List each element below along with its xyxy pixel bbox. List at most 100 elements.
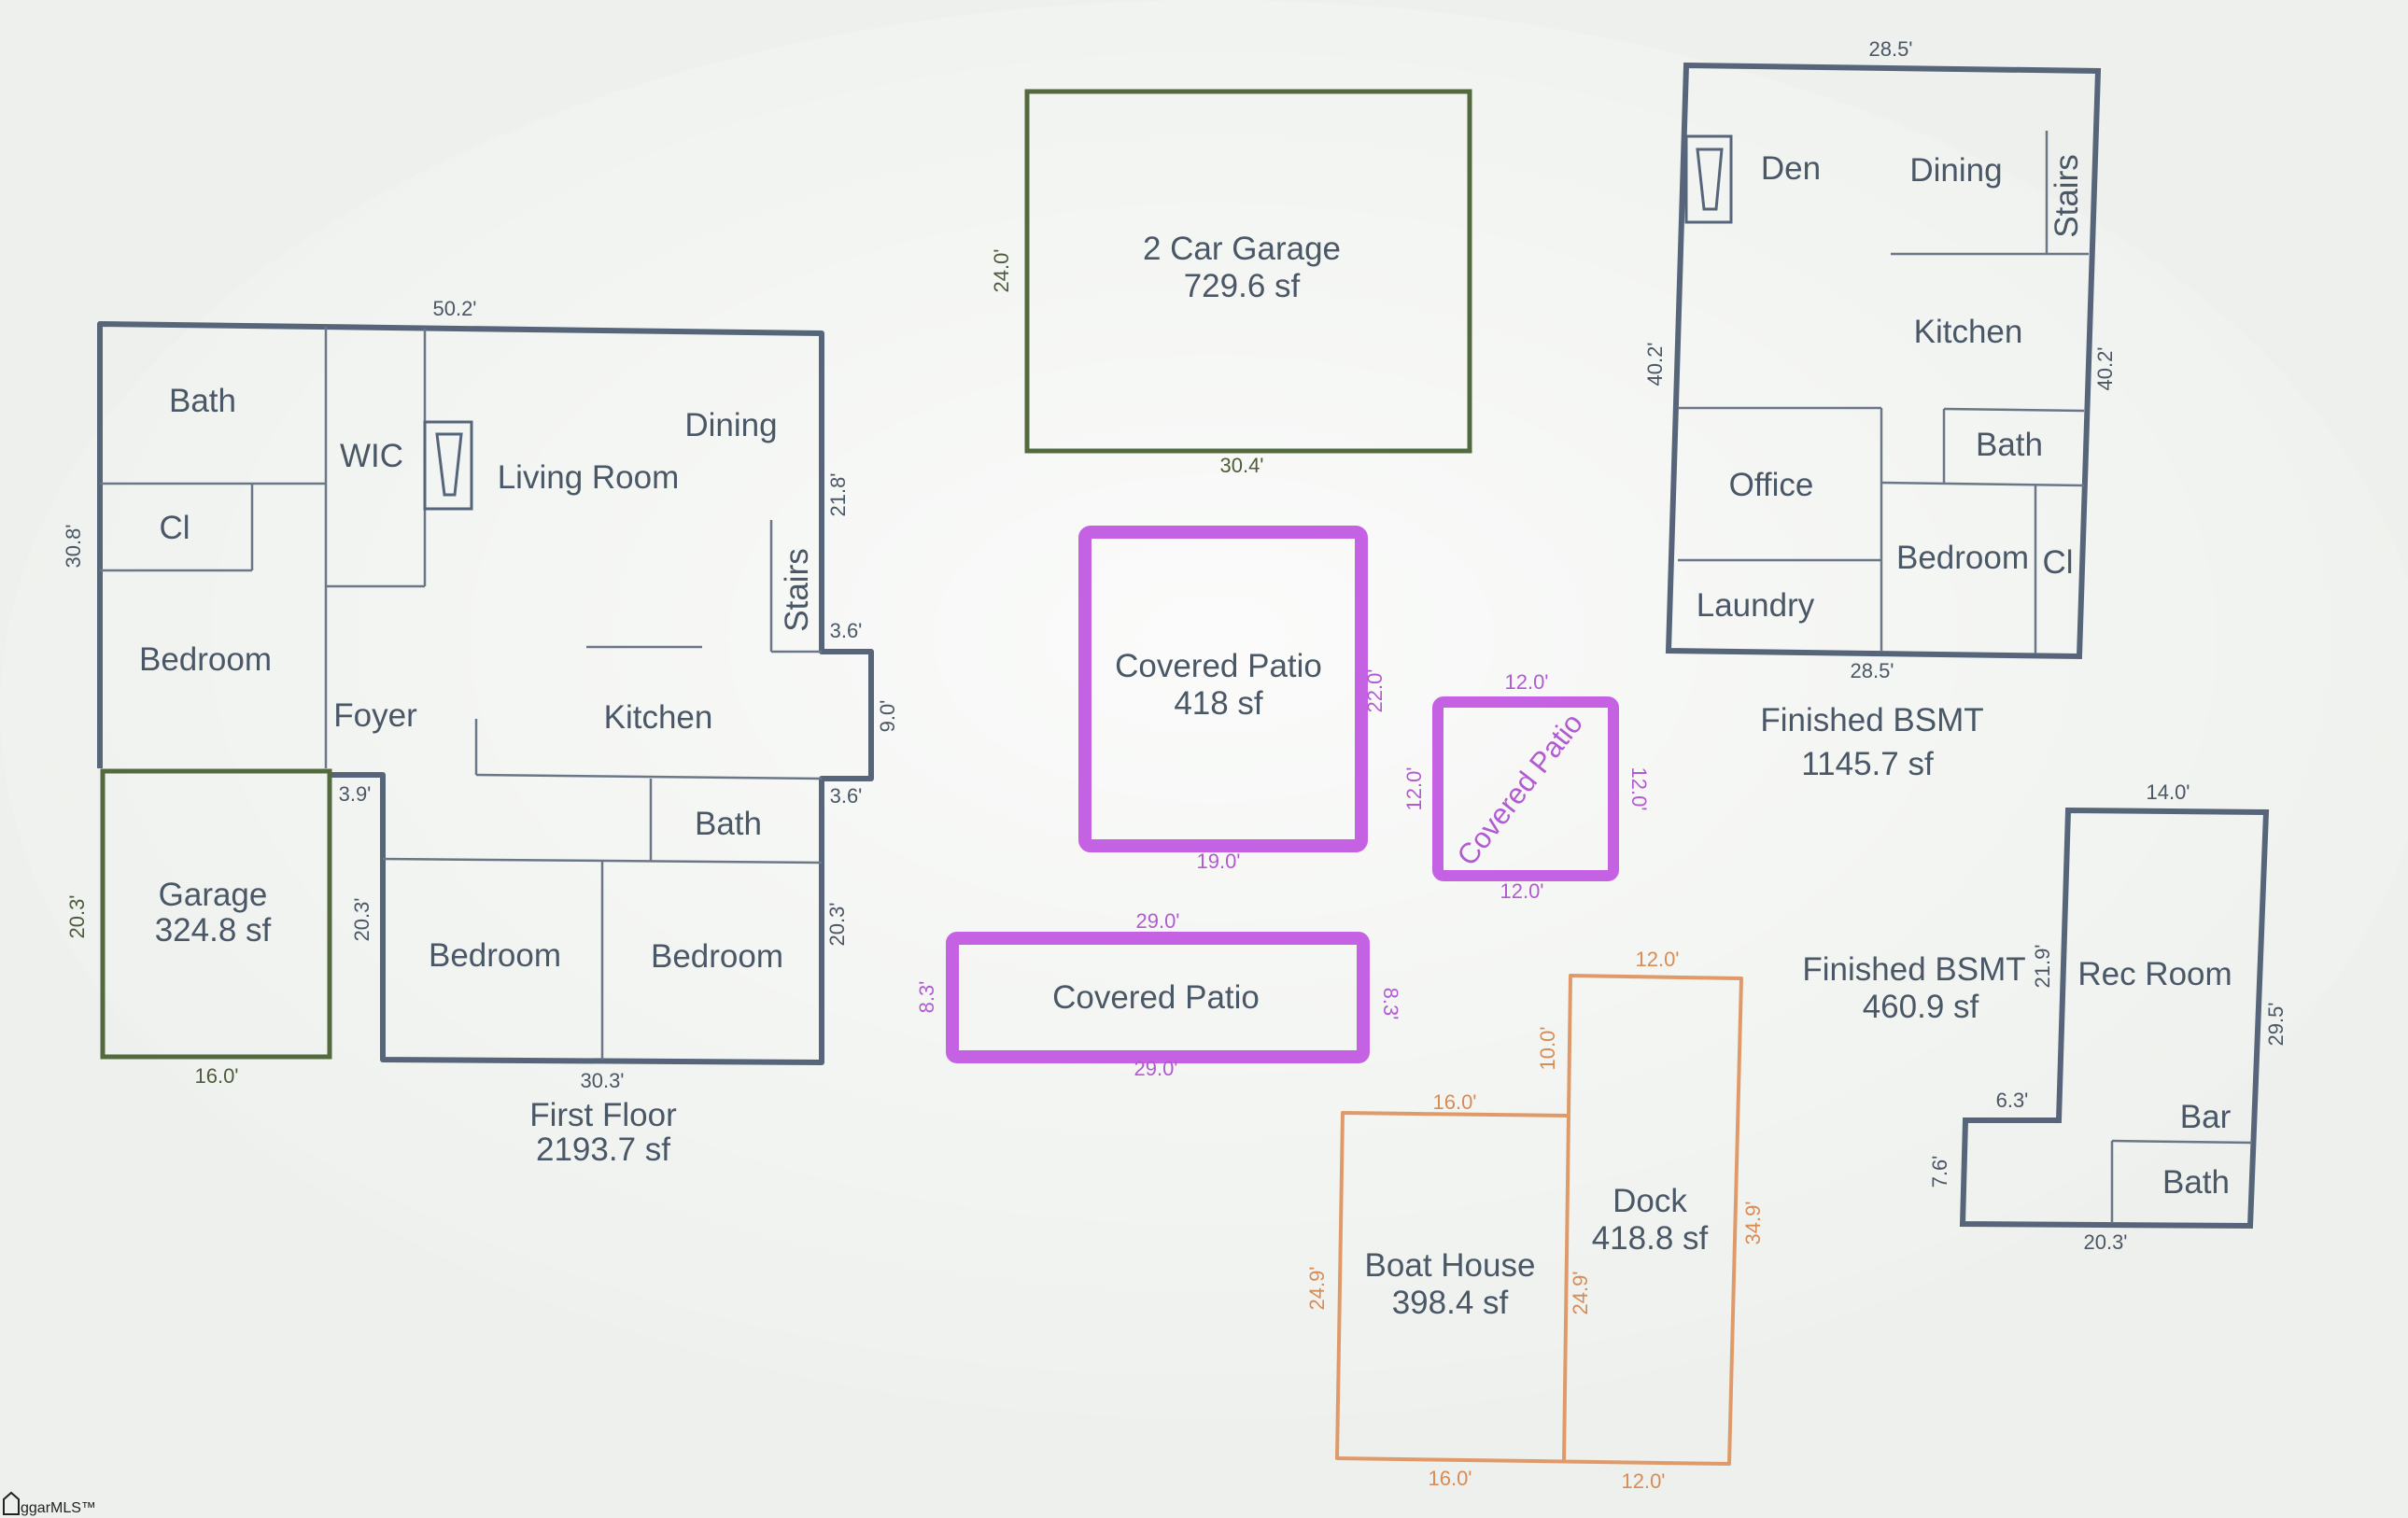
patio-2-dim-bottom: 12.0' — [1500, 879, 1543, 903]
patio-2-dim-left: 12.0' — [1402, 766, 1426, 810]
bsmt-2-dim-right: 29.5' — [2264, 1002, 2288, 1046]
ff-dim-bottom: 30.3' — [580, 1069, 624, 1092]
patio-1-area: 418 sf — [1174, 685, 1263, 722]
ff-garage-plan: Garage 324.8 sf 20.3' 16.0' — [65, 768, 332, 1088]
boat-house-dim-top: 16.0' — [1432, 1090, 1476, 1114]
ff-bedroom-bottom-1-label: Bedroom — [429, 937, 561, 974]
car-garage-dim-left: 24.0' — [990, 248, 1013, 292]
bsmt-1-laundry-label: Laundry — [1697, 587, 1815, 624]
boat-house-dim-left: 24.9' — [1305, 1266, 1329, 1310]
first-floor-interior-walls — [100, 327, 823, 1060]
bsmt-2-bath-label: Bath — [2162, 1164, 2230, 1201]
bsmt-1-den-label: Den — [1761, 150, 1821, 187]
ff-dim-top: 50.2' — [432, 297, 476, 320]
ff-stairs-label: Stairs — [779, 548, 815, 631]
dock-dim-upper-left: 10.0' — [1536, 1026, 1559, 1070]
boat-house-area: 398.4 sf — [1392, 1285, 1509, 1321]
finished-bsmt-1-plan: Den Dining Stairs Kitchen Bath Office Be… — [1643, 37, 2117, 782]
ff-bedroom-left-label: Bedroom — [139, 641, 272, 678]
bsmt-1-closet-label: Cl — [2042, 544, 2073, 581]
covered-patio-3: Covered Patio 29.0' 8.3' 8.3' 29.0' — [915, 909, 1402, 1080]
bsmt-2-dim-left-lower: 7.6' — [1928, 1156, 1951, 1188]
car-garage-area: 729.6 sf — [1184, 268, 1301, 304]
patio-2-dim-right: 12.0' — [1627, 766, 1651, 810]
patio-3-dim-bottom: 29.0' — [1134, 1057, 1177, 1080]
boat-house-title: Boat House — [1365, 1247, 1536, 1284]
ff-bedroom-bottom-2-label: Bedroom — [651, 938, 783, 975]
bsmt-2-area: 460.9 sf — [1863, 989, 1979, 1025]
patio-3-outline — [946, 932, 1370, 1063]
first-floor-area: 2193.7 sf — [536, 1131, 670, 1168]
ff-dining-label: Dining — [684, 407, 777, 443]
dock-dim-inner-left: 24.9' — [1569, 1271, 1592, 1314]
patio-3-title: Covered Patio — [1052, 979, 1260, 1016]
bsmt-1-office-label: Office — [1729, 467, 1814, 503]
boat-house-dim-bottom: 16.0' — [1428, 1467, 1472, 1490]
boat-house-dock-outline — [1335, 974, 1743, 1466]
ff-living-room-label: Living Room — [498, 459, 680, 496]
ff-garage-area: 324.8 sf — [155, 912, 272, 949]
bsmt-1-dim-top: 28.5' — [1868, 37, 1912, 61]
bsmt-1-kitchen-label: Kitchen — [1914, 314, 2023, 350]
dock-dim-top: 12.0' — [1635, 948, 1679, 971]
covered-patio-1: Covered Patio 418 sf 22.0' 19.0' — [1078, 526, 1387, 873]
bsmt-2-outline — [1959, 807, 2270, 1230]
ff-kitchen-label: Kitchen — [604, 699, 713, 736]
bsmt-1-dim-bottom: 28.5' — [1850, 659, 1894, 682]
ff-dim-notch-top: 3.6' — [830, 619, 863, 642]
bsmt-2-dim-left-upper: 21.9' — [2031, 944, 2054, 988]
house-logo-icon — [3, 1491, 20, 1515]
bsmt-2-bar-label: Bar — [2180, 1099, 2232, 1135]
bsmt-2-dim-step: 6.3' — [1996, 1089, 2029, 1112]
bsmt-1-title: Finished BSMT — [1760, 702, 1983, 738]
first-floor-plan: Bath WIC Living Room Dining Cl Bedroom S… — [62, 297, 899, 1168]
bsmt-1-stairs-label: Stairs — [2049, 154, 2085, 237]
car-garage-dim-bottom: 30.4' — [1219, 454, 1263, 477]
bsmt-1-interior-walls — [1678, 131, 2089, 654]
bsmt-1-outline — [1665, 62, 2102, 660]
bsmt-2-interior-walls — [2110, 1139, 2253, 1223]
ff-dim-right-upper: 21.8' — [826, 472, 850, 516]
car-garage-plan: 2 Car Garage 729.6 sf 24.0' 30.4' — [990, 89, 1472, 477]
bsmt-1-dining-label: Dining — [1909, 152, 2002, 189]
ff-garage-outline — [100, 768, 332, 1060]
dock-area: 418.8 sf — [1592, 1220, 1709, 1257]
boat-house-dock-plan: Boat House 398.4 sf 16.0' 24.9' 16.0' Do… — [1305, 948, 1765, 1493]
ff-garage-dim-left: 20.3' — [65, 894, 89, 938]
bsmt-1-dim-left: 40.2' — [1643, 342, 1667, 386]
patio-3-dim-right: 8.3' — [1379, 988, 1402, 1020]
bsmt-2-rec-room-label: Rec Room — [2077, 956, 2232, 992]
bsmt-1-area: 1145.7 sf — [1801, 746, 1934, 782]
patio-1-title: Covered Patio — [1115, 648, 1322, 684]
mls-watermark: ggarMLS™ — [3, 1491, 96, 1516]
car-garage-outline — [1024, 89, 1472, 454]
ff-closet-label: Cl — [159, 510, 190, 546]
dock-dim-bottom: 12.0' — [1621, 1469, 1665, 1493]
bsmt-1-bath-label: Bath — [1976, 427, 2043, 463]
bsmt-1-fireplace-icon — [1684, 134, 1733, 224]
ff-dim-lower-right: 20.3' — [825, 902, 849, 946]
bsmt-2-title: Finished BSMT — [1802, 951, 2025, 988]
patio-1-dim-bottom: 19.0' — [1196, 850, 1240, 873]
patio-1-dim-right: 22.0' — [1363, 668, 1387, 712]
dock-title: Dock — [1612, 1183, 1687, 1219]
ff-bath-mid-label: Bath — [695, 806, 762, 842]
bsmt-1-dim-right: 40.2' — [2093, 346, 2117, 390]
car-garage-title: 2 Car Garage — [1143, 231, 1341, 267]
bsmt-1-bedroom-label: Bedroom — [1896, 540, 2029, 576]
ff-foyer-label: Foyer — [333, 697, 417, 734]
patio-1-outline — [1078, 526, 1368, 852]
patio-2-dim-top: 12.0' — [1504, 670, 1548, 694]
ff-wic-label: WIC — [340, 438, 403, 474]
ff-dim-notch-right: 9.0' — [876, 700, 899, 733]
ff-dim-left: 30.8' — [62, 524, 85, 568]
ff-bath-label: Bath — [169, 383, 236, 419]
first-floor-title: First Floor — [529, 1097, 677, 1133]
screen-glare — [0, 0, 2408, 1419]
watermark-text: ggarMLS™ — [21, 1500, 96, 1516]
dock-dim-right: 34.9' — [1741, 1201, 1765, 1244]
ff-garage-title: Garage — [159, 877, 268, 913]
ff-dim-lower-left: 20.3' — [350, 897, 373, 941]
first-floor-outline — [97, 321, 874, 1065]
